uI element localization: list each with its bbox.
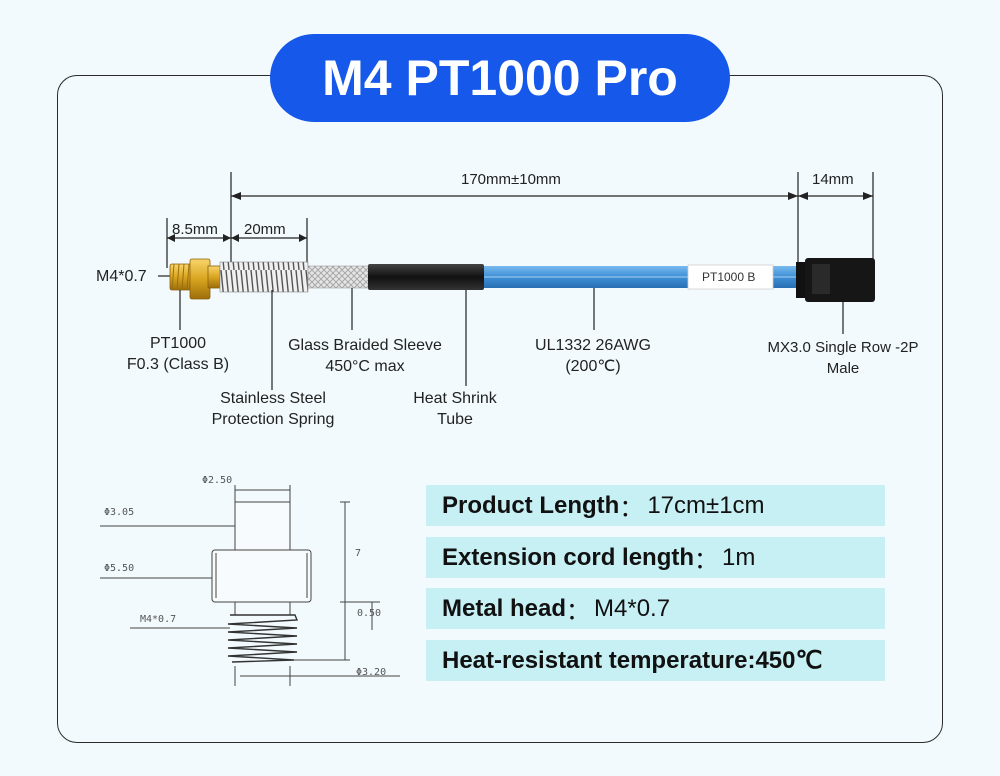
title-badge: M4 PT1000 Pro [270,34,730,122]
drawing-body-diameter: Φ5.50 [104,563,135,574]
spring-callout: Stainless Steel Protection Spring [211,390,335,428]
heat-shrink-callout: Heat Shrink Tube [413,390,497,428]
drawing-top-diameter: Φ2.50 [202,475,233,486]
brass-sensor-head [169,258,221,300]
glass-braided-sleeve [307,265,371,289]
technical-drawing [100,485,400,686]
callout-leaders [179,288,844,390]
dimension-arrows [167,192,873,242]
cable-callout: UL1332 26AWG (200℃) [535,337,651,375]
connector-length-label: 14mm [812,171,854,188]
heat-shrink-tube [368,264,484,290]
drawing-tip-diameter: Φ3.20 [356,667,387,678]
content-frame [57,75,943,743]
spec-row-metal-head: Metal head：M4*0.7 [426,588,885,629]
spring-length-label: 20mm [244,221,286,238]
product-title: M4 PT1000 Pro [322,50,678,106]
sleeve-callout: Glass Braided Sleeve 450°C max [288,337,442,375]
spec-row-heat-resistant: Heat-resistant temperature: 450℃ [426,640,885,681]
overall-length-label: 170mm±10mm [461,171,561,188]
dimension-lines [158,172,874,277]
drawing-collar-diameter: Φ3.05 [104,507,135,518]
spec-row-product-length: Product Length：17cm±1cm [426,485,885,526]
thread-size-label: M4*0.7 [96,268,147,285]
spec-row-extension-cord: Extension cord length：1m [426,537,885,578]
protection-spring [219,261,309,293]
drawing-thread: M4*0.7 [140,614,177,625]
drawing-height: 7 [355,548,362,559]
sensor-callout: PT1000 F0.3 (Class B) [126,335,230,373]
cable-tag-text: PT1000 B [702,270,756,284]
drawing-thread-length: 0.50 [357,608,382,619]
cable-tag [687,264,774,290]
mx-connector [796,258,875,302]
thread-shape [227,614,299,663]
head-length-label: 8.5mm [172,221,218,238]
connector-callout: MX3.0 Single Row -2P Male [767,339,919,377]
